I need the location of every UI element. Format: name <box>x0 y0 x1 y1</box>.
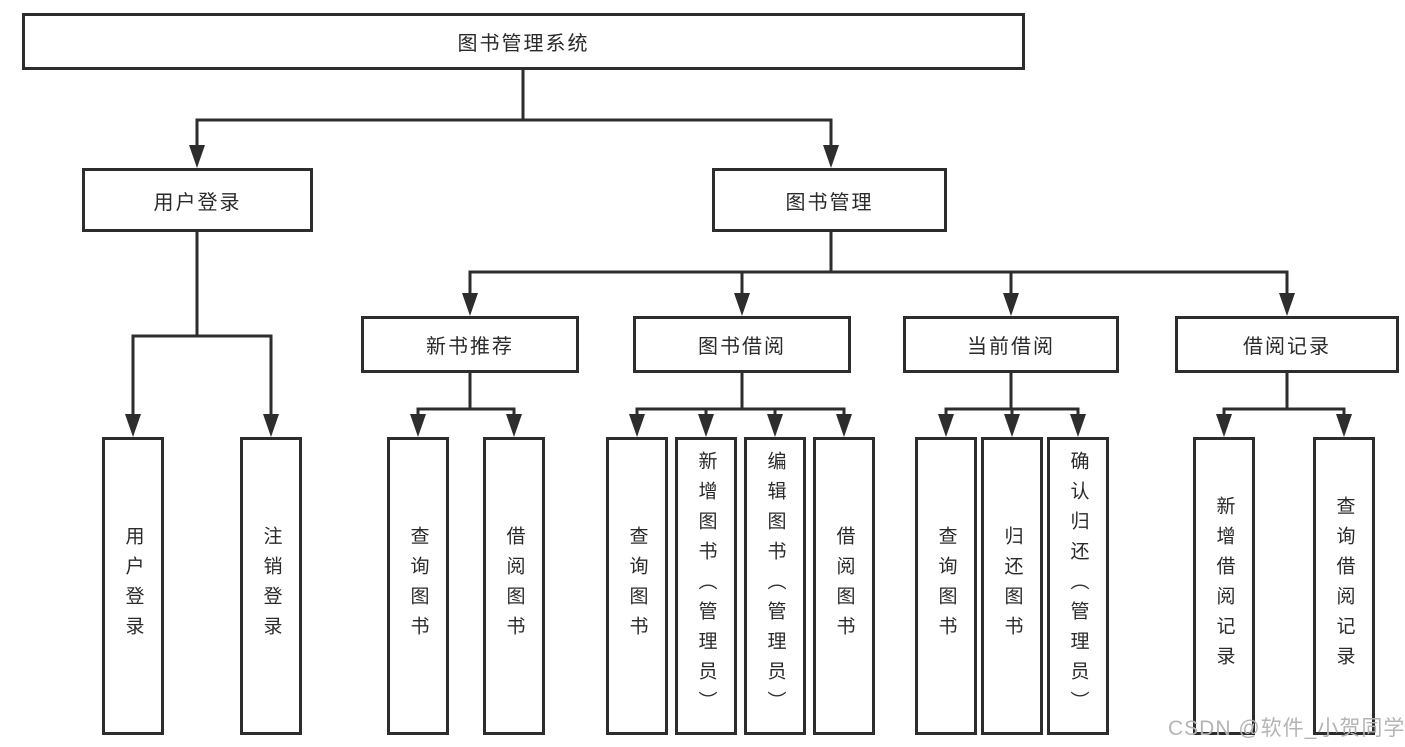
leaf-add-borrow-record: 新增借阅记录 <box>1193 437 1255 735</box>
leaf-query-books-borrowing-label: 查询图书 <box>626 526 648 646</box>
connector-root-to-level2 <box>189 68 839 168</box>
leaf-query-borrow-record-label: 查询借阅记录 <box>1333 496 1355 676</box>
node-book-management-label: 图书管理 <box>785 191 874 214</box>
leaf-borrow-books-borrowing-label: 借阅图书 <box>833 526 855 646</box>
leaf-edit-book-admin: 编辑图书（管理员） <box>744 437 806 735</box>
node-borrow-records-label: 借阅记录 <box>1243 336 1331 358</box>
leaf-return-books: 归还图书 <box>981 437 1043 735</box>
leaf-confirm-return-admin: 确认归还（管理员） <box>1047 437 1109 735</box>
leaf-add-book-admin: 新增图书（管理员） <box>675 437 737 735</box>
leaf-query-books-recommend: 查询图书 <box>387 437 449 735</box>
connector-records-to-leaves <box>1216 371 1352 437</box>
node-current-borrowing: 当前借阅 <box>903 316 1119 373</box>
leaf-return-books-label: 归还图书 <box>1001 526 1023 646</box>
leaf-add-borrow-record-label: 新增借阅记录 <box>1213 496 1235 676</box>
connector-borrowing-to-leaves <box>629 371 852 437</box>
leaf-query-borrow-record: 查询借阅记录 <box>1313 437 1375 735</box>
connector-bookmgmt-to-level3 <box>462 230 1295 316</box>
leaf-query-books-recommend-label: 查询图书 <box>407 526 429 646</box>
leaf-confirm-return-admin-label: 确认归还（管理员） <box>1067 451 1089 721</box>
node-book-management: 图书管理 <box>712 168 947 232</box>
leaf-borrow-books-borrowing: 借阅图书 <box>813 437 875 735</box>
node-book-borrowing-label: 图书借阅 <box>698 336 786 358</box>
node-borrow-records: 借阅记录 <box>1175 316 1399 373</box>
connector-userlogin-to-leaves <box>125 230 279 437</box>
node-root-system-label: 图书管理系统 <box>457 33 590 55</box>
leaf-edit-book-admin-label: 编辑图书（管理员） <box>764 451 786 721</box>
node-new-book-recommend-label: 新书推荐 <box>426 336 514 358</box>
connector-current-to-leaves <box>938 371 1086 437</box>
node-user-login-label: 用户登录 <box>153 191 242 214</box>
leaf-query-books-borrowing: 查询图书 <box>606 437 668 735</box>
node-user-login: 用户登录 <box>82 168 313 232</box>
leaf-add-book-admin-label: 新增图书（管理员） <box>695 451 717 721</box>
leaf-user-login: 用户登录 <box>102 437 164 735</box>
leaf-logout-login: 注销登录 <box>240 437 302 735</box>
leaf-logout-login-label: 注销登录 <box>260 526 282 646</box>
node-book-borrowing: 图书借阅 <box>633 316 851 373</box>
leaf-borrow-books-recommend: 借阅图书 <box>483 437 545 735</box>
leaf-borrow-books-recommend-label: 借阅图书 <box>503 526 525 646</box>
csdn-watermark: CSDN @软件_小贺同学 <box>1168 717 1405 740</box>
leaf-query-books-current: 查询图书 <box>915 437 977 735</box>
leaf-query-books-current-label: 查询图书 <box>935 526 957 646</box>
connector-newbook-to-leaves <box>410 371 522 437</box>
node-root-system: 图书管理系统 <box>22 13 1025 70</box>
leaf-user-login-label: 用户登录 <box>122 526 144 646</box>
node-new-book-recommend: 新书推荐 <box>361 316 579 373</box>
node-current-borrowing-label: 当前借阅 <box>967 336 1055 358</box>
